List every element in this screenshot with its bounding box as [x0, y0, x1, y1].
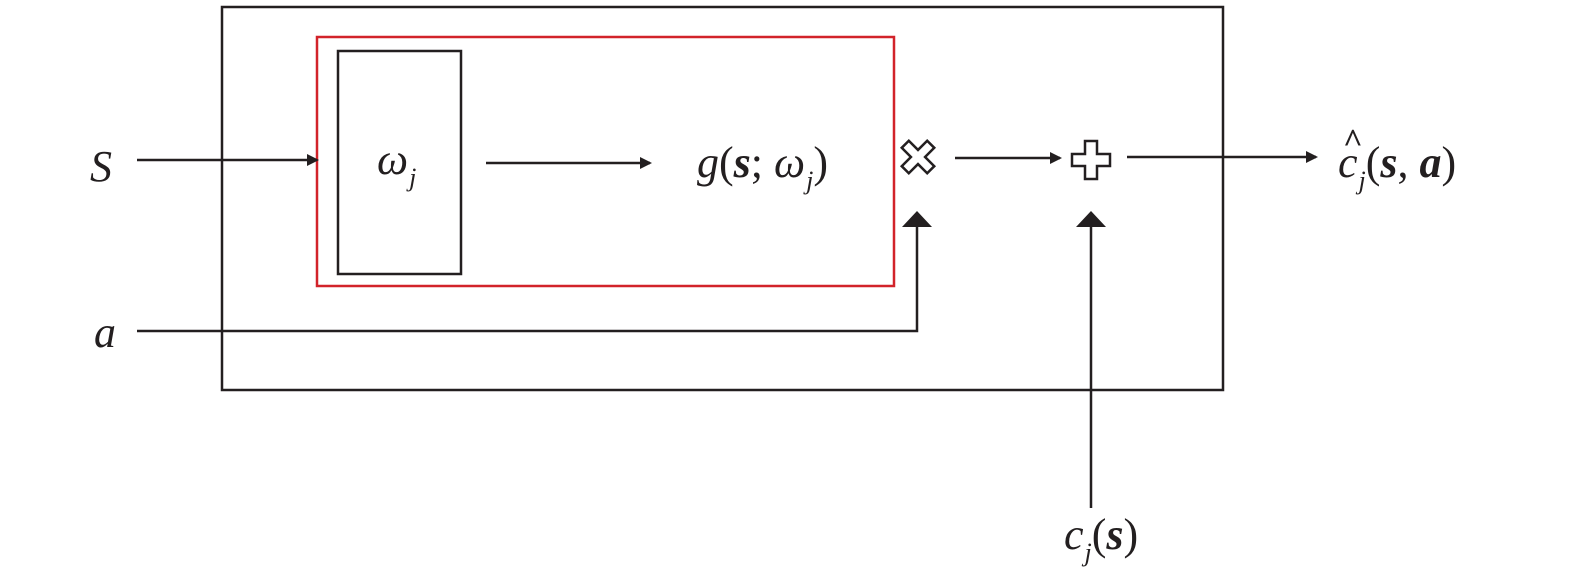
baseline-state-arg: s — [1106, 510, 1124, 559]
action-symbol: a — [94, 308, 116, 357]
weight-label: ωj — [377, 138, 416, 191]
output-action-arg: a — [1419, 138, 1442, 187]
function-weight-subscript: j — [806, 166, 814, 195]
output-separator: , — [1397, 138, 1420, 187]
add-operator-icon — [1070, 139, 1112, 181]
output-state-arg: s — [1380, 138, 1398, 187]
function-state-arg: s — [733, 138, 751, 187]
output-close-paren: ) — [1441, 138, 1457, 187]
output-open-paren: ( — [1365, 138, 1381, 187]
output-label: ^cj(s, a) — [1338, 125, 1457, 195]
output-subscript: j — [1358, 166, 1366, 195]
output-symbol: c — [1338, 138, 1358, 187]
state-input-label: S — [90, 145, 112, 189]
function-open-paren: ( — [719, 138, 734, 187]
function-close-paren: ) — [813, 138, 828, 187]
action-input-label: a — [94, 311, 116, 355]
output-hat: ^ — [1343, 123, 1363, 160]
baseline-close-paren: ) — [1123, 510, 1139, 559]
output-symbol-with-hat: ^c — [1338, 125, 1363, 187]
baseline-subscript: j — [1084, 538, 1092, 567]
baseline-open-paren: ( — [1091, 510, 1107, 559]
function-name: g — [697, 138, 719, 187]
baseline-label: cj(s) — [1064, 513, 1138, 566]
baseline-arrowhead — [1076, 211, 1106, 227]
action-input-path — [137, 226, 919, 333]
outer-box — [220, 5, 1225, 392]
weight-symbol: ω — [377, 135, 409, 184]
state-symbol: S — [90, 142, 112, 191]
weight-subscript: j — [409, 163, 417, 192]
baseline-symbol: c — [1064, 510, 1084, 559]
multiply-operator-icon — [899, 138, 937, 176]
function-weight-arg: ω — [774, 138, 806, 187]
function-separator: ; — [750, 138, 775, 187]
weight-block — [336, 49, 463, 276]
action-arrowhead — [902, 211, 932, 227]
function-label: g(s; ωj) — [697, 141, 828, 194]
